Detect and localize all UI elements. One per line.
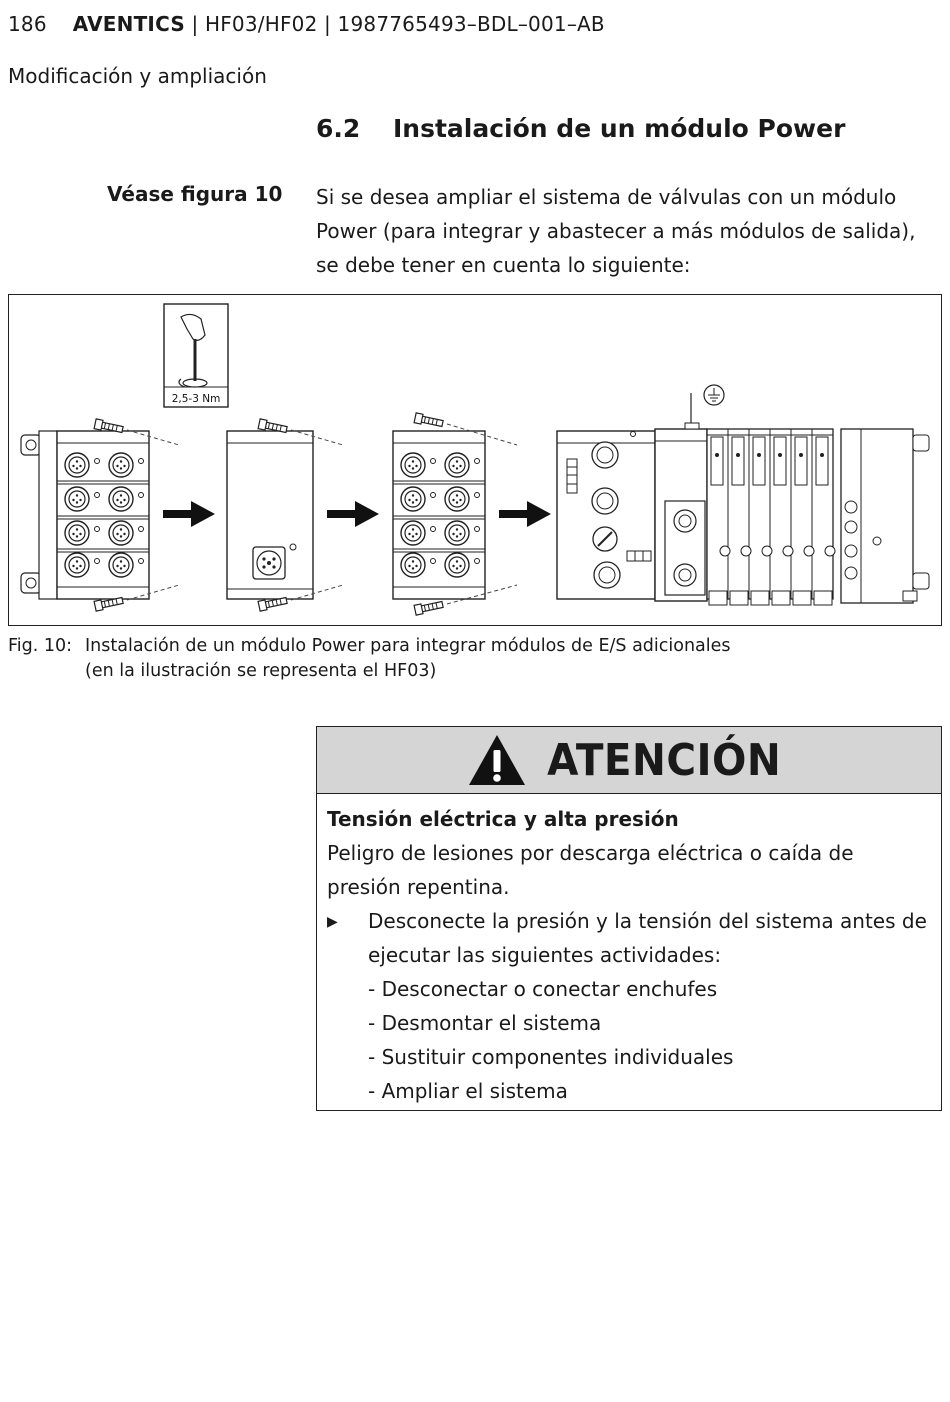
- warning-text: Peligro de lesiones por descarga eléctri…: [327, 841, 854, 899]
- valve-slices: [706, 428, 836, 606]
- io-module-before: [20, 418, 180, 612]
- section-heading: 6.2 Instalación de un módulo Power: [316, 114, 845, 143]
- document-reference: | HF03/HF02 | 1987765493–BDL–001–AB: [184, 12, 605, 36]
- list-item: - Desmontar el sistema: [368, 1011, 602, 1035]
- io-module-extension: [392, 412, 518, 616]
- warning-body: Tensión eléctrica y alta presión Peligro…: [317, 794, 941, 1108]
- assembled-valve-system: [556, 384, 930, 606]
- chapter-title: Modificación y ampliación: [8, 64, 267, 88]
- figure-reference: Véase figura 10: [107, 182, 283, 206]
- step-arrow-2: [327, 501, 379, 527]
- list-item: - Ampliar el sistema: [368, 1079, 568, 1103]
- activity-list: - Desconectar o conectar enchufes - Desm…: [327, 972, 931, 1108]
- torque-label: 2,5-3 Nm: [172, 393, 221, 405]
- bullet-marker: ▶: [327, 914, 338, 930]
- warning-title: ATENCIÓN: [546, 734, 782, 786]
- brand-name: AVENTICS: [72, 12, 185, 36]
- intro-paragraph: Si se desea ampliar el sistema de válvul…: [316, 185, 916, 277]
- list-item: - Sustituir componentes individuales: [368, 1045, 734, 1069]
- section-number: 6.2: [316, 114, 361, 143]
- figure-10: 2,5-3 Nm: [8, 294, 942, 626]
- step-arrow-1: [163, 501, 215, 527]
- caption-line-1: Instalación de un módulo Power para inte…: [85, 636, 731, 656]
- warning-header: ATENCIÓN: [317, 727, 941, 794]
- section-title: Instalación de un módulo Power: [393, 114, 846, 143]
- warning-instruction: ▶ Desconecte la presión y la tensión del…: [327, 904, 931, 972]
- warning-triangle-icon: [468, 735, 525, 785]
- power-module: [226, 418, 344, 612]
- list-item: - Desconectar o conectar enchufes: [368, 977, 718, 1001]
- torque-wrench-inset: 2,5-3 Nm: [163, 303, 229, 408]
- instruction-text: Desconecte la presión y la tensión del s…: [368, 909, 927, 967]
- figure-caption: Fig. 10: Instalación de un módulo Power p…: [8, 634, 731, 684]
- warning-box: ATENCIÓN Tensión eléctrica y alta presió…: [316, 726, 942, 1111]
- figure-label: Fig. 10:: [8, 636, 73, 656]
- step-arrow-3: [499, 501, 551, 527]
- warning-heading: Tensión eléctrica y alta presión: [327, 807, 679, 831]
- page-number: 186: [8, 12, 47, 36]
- caption-line-2: (en la ilustración se representa el HF03…: [85, 661, 437, 681]
- installation-illustration: 2,5-3 Nm: [20, 303, 930, 616]
- page-header: 186 AVENTICS | HF03/HF02 | 1987765493–BDL…: [8, 12, 605, 36]
